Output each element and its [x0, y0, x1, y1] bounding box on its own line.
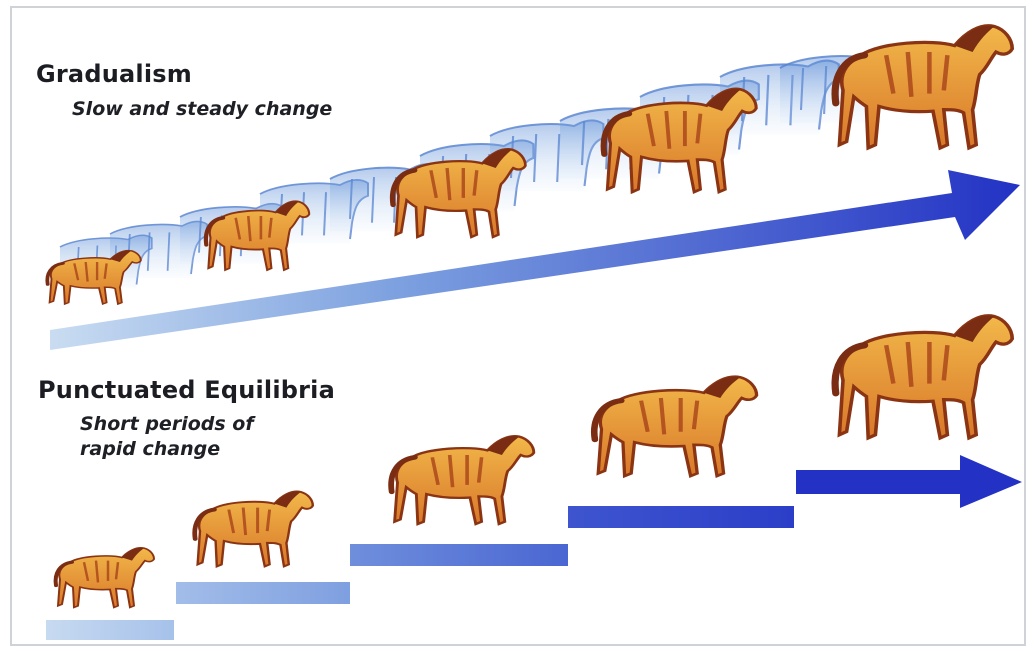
punct-horse-2 [195, 492, 313, 567]
punct-step-4 [568, 506, 794, 528]
punct-horse-3 [391, 436, 534, 524]
gradualism-subtitle: Slow and steady change [72, 97, 332, 122]
punct-horse-1 [56, 548, 154, 608]
gradualism-title: Gradualism [36, 60, 192, 88]
punct-step-1 [46, 620, 174, 640]
punct-step-2 [176, 582, 350, 604]
punctuated-subtitle: Short periods of rapid change [80, 412, 254, 462]
gradual-horse-5 [835, 26, 1012, 148]
punctuated-title: Punctuated Equilibria [38, 376, 335, 404]
punct-step-5-arrow [796, 455, 1022, 508]
punct-horse-5 [835, 316, 1012, 438]
punct-step-3 [350, 544, 568, 566]
punct-horse-4 [594, 377, 756, 476]
